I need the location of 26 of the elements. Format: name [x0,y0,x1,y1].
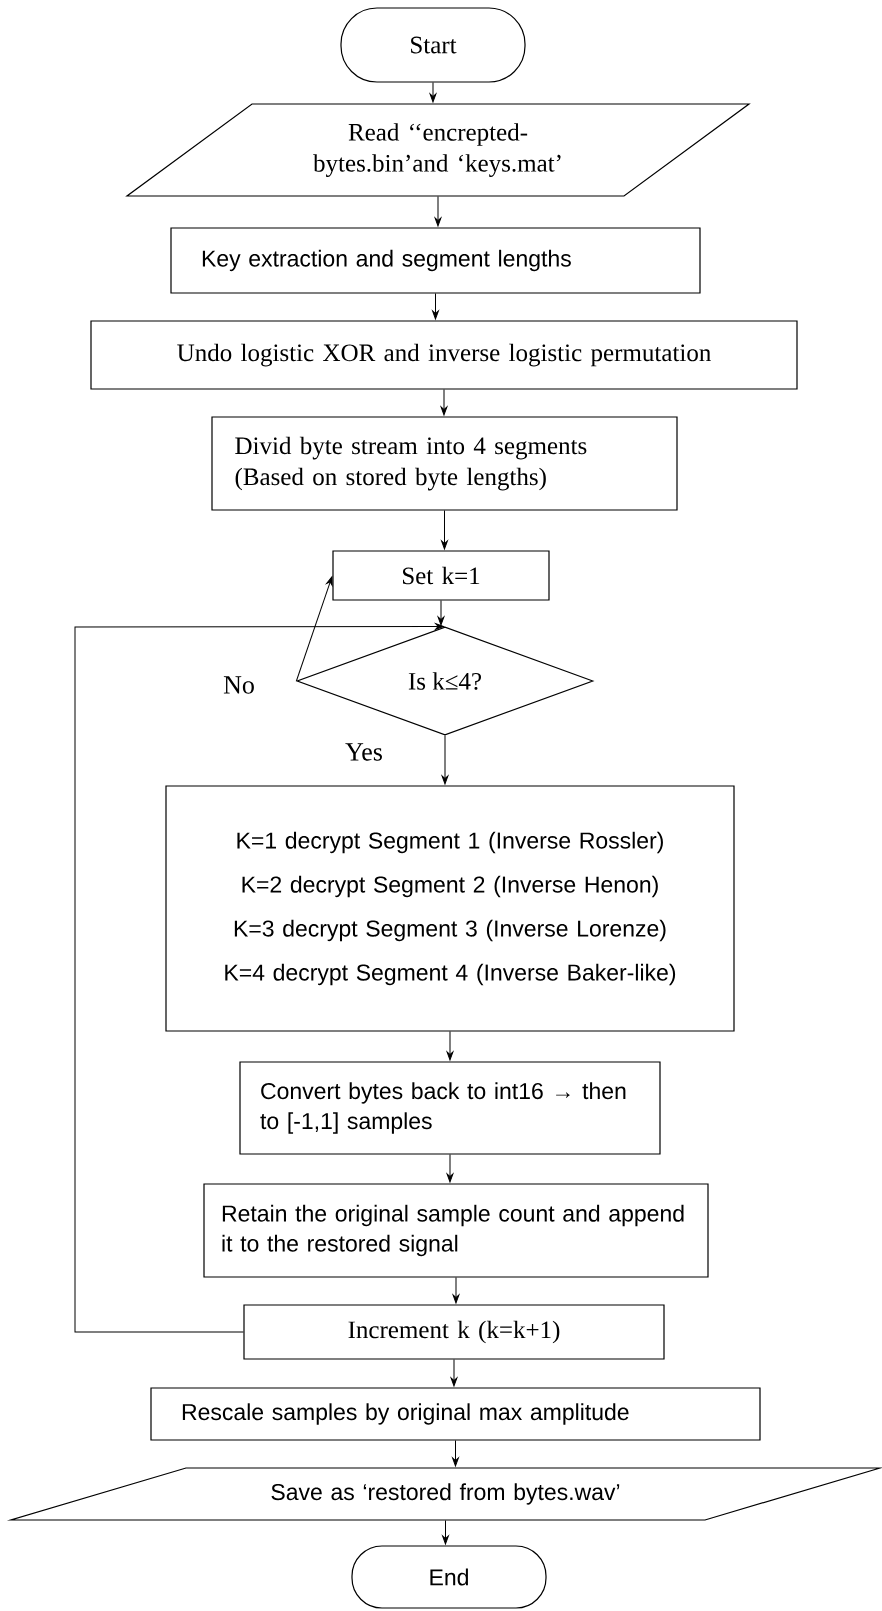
edge-label: Yes [343,741,385,763]
process-box: Set k=1 [332,550,550,601]
arrow [74,623,445,1333]
process-box: Key extraction and segment lengths [170,227,701,294]
process-box: Undo logistic XOR and inverse logistic permutation [90,320,798,390]
arrow [441,510,448,550]
arrow [440,389,448,416]
arrow [446,1031,454,1061]
process-box: Retain the original sample count and append it to the restored signal [203,1183,709,1278]
arrow [295,576,333,682]
process-box: Increment k (k=k+1) [243,1304,665,1360]
arrow [429,82,437,103]
arrow [432,293,439,320]
process-box: Convert bytes back to int16 → then to [-1,1] samples [239,1061,661,1155]
arrow [446,1154,454,1183]
arrow [437,600,445,626]
process-box: Divid byte stream into 4 segments (Based on stored byte lengths) [211,416,678,511]
arrow [434,196,442,227]
arrow [452,1277,460,1304]
arrow [442,1520,449,1545]
process-box: Rescale samples by original max amplitude [150,1387,761,1441]
arrow [450,1359,458,1387]
arrow [452,1440,459,1467]
edge-label: No [221,674,257,696]
process-box: K=1 decrypt Segment 1 (Inverse Rossler) K=2 decrypt Segment 2 (Inverse Henon) K=3 decrypt Segment 3 (Inverse Lorenze) K=4 decrypt Segment 4 (Inverse Baker-like) [165,785,735,1032]
arrow [441,735,449,785]
